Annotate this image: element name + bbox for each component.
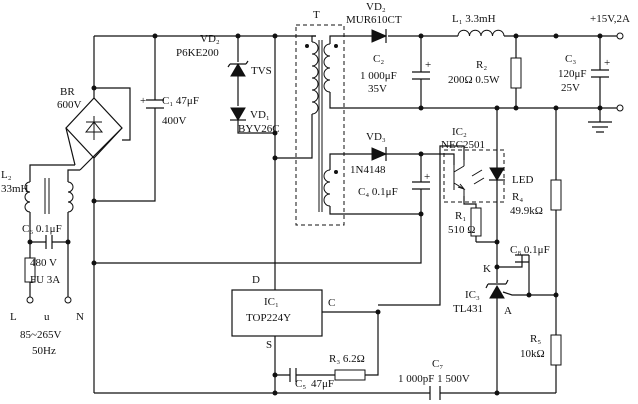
l1-label: L₁ 3.3mH	[452, 13, 496, 25]
transformer-primary-winding	[311, 41, 319, 115]
pwm-controller-IC1	[231, 289, 323, 337]
diode-VD2	[371, 29, 388, 43]
led-label: LED	[512, 174, 533, 186]
shunt-regulator-IC3	[489, 285, 505, 299]
input-terminal-N	[64, 296, 72, 304]
c1-label: C₁ 47μF	[162, 95, 199, 107]
ic1-pin-c: C	[328, 297, 335, 309]
c3-voltage: 25V	[561, 82, 580, 94]
fuse-label: FU 3A	[30, 274, 60, 286]
ground-symbol	[588, 121, 612, 133]
transformer-T-outline	[295, 24, 345, 226]
capacitor-C5	[289, 368, 297, 382]
ic1-pin-d: D	[252, 274, 260, 286]
capacitor-C4	[412, 181, 430, 190]
transformer-label: T	[313, 9, 320, 21]
br-voltage: 600V	[57, 99, 82, 111]
l2-value: 33mH	[1, 183, 29, 195]
c2-capacity: 1 000μF	[360, 70, 397, 82]
r2-value: 200Ω 0.5W	[448, 74, 500, 86]
junction	[553, 33, 559, 39]
terminal-l-label: L	[10, 311, 17, 323]
c7-value: 1 000pF 1 500V	[398, 373, 470, 385]
output-negative-terminal	[616, 104, 624, 112]
capacitor-C8	[515, 254, 529, 263]
resistor-R4	[550, 179, 562, 211]
ic1-pin-s: S	[266, 339, 272, 351]
input-voltage-range: 85~265V	[20, 329, 61, 341]
c8-label: C₈ 0.1μF	[510, 244, 550, 256]
vd3-label: VD₃	[366, 131, 386, 143]
c2-label: C₂	[373, 53, 384, 65]
r4-value: 49.9kΩ	[510, 205, 543, 217]
ic1-label: IC₁	[264, 296, 279, 308]
svg-text:+: +	[604, 57, 610, 69]
terminal-n-label: N	[76, 311, 84, 323]
diode-VD3	[371, 147, 388, 161]
c7-label: C₇	[432, 358, 443, 370]
ic3-pin-a: A	[504, 305, 512, 317]
vd3-part: 1N4148	[350, 164, 386, 176]
svg-text:+: +	[140, 95, 146, 107]
capacitor-C6	[45, 235, 53, 249]
r1-value: 510 Ω	[448, 224, 475, 236]
c6-voltage: 480 V	[30, 257, 57, 269]
c3-capacity: 120μF	[558, 68, 587, 80]
r4-label: R₄	[512, 191, 523, 203]
vdz-label: VD₂	[200, 33, 220, 45]
output-positive-terminal	[616, 32, 624, 40]
capacitor-C3	[591, 69, 609, 78]
transformer-secondary-winding	[323, 43, 331, 93]
r1-label: R₁	[455, 210, 466, 222]
r3-label: R₃ 6.2Ω	[329, 353, 365, 365]
c3-label: C₃	[565, 53, 576, 65]
r2-label: R₂	[476, 59, 487, 71]
input-frequency: 50Hz	[32, 345, 56, 357]
optocoupler-IC2	[443, 149, 505, 203]
capacitor-C2	[412, 71, 430, 80]
vd2-label: VD₂	[366, 1, 386, 13]
svg-text:+: +	[425, 59, 431, 71]
resistor-R5	[550, 334, 562, 366]
resistor-R2	[510, 57, 522, 89]
choke-L2-winding-b	[67, 181, 74, 213]
svg-text:+: +	[424, 171, 430, 183]
c6-label: C₆ 0.1μF	[22, 223, 62, 235]
vd1-label: VD₁	[250, 109, 270, 121]
tvs-label: TVS	[251, 65, 272, 77]
ic3-label: IC₃	[465, 289, 480, 301]
r5-label: R₅	[530, 333, 541, 345]
diode-VD1	[230, 107, 246, 121]
c1-voltage: 400V	[162, 115, 187, 127]
br-label: BR	[60, 86, 75, 98]
ic1-part: TOP224Y	[246, 312, 291, 324]
vd1-part: BYV26C	[238, 123, 280, 135]
tvs-diode-VDz	[230, 63, 246, 77]
led-indicator	[489, 167, 505, 181]
input-u-label: u	[44, 311, 50, 323]
choke-L2-winding-a	[24, 181, 31, 213]
ic3-pin-k: K	[483, 263, 491, 275]
c5-value: 47μF	[311, 378, 334, 390]
c4-label: C₄ 0.1μF	[358, 186, 398, 198]
vd2-part: MUR610CT	[346, 14, 402, 26]
l2-label: L₂	[1, 169, 12, 181]
resistor-R3	[334, 369, 366, 381]
r5-value: 10kΩ	[520, 348, 545, 360]
c5-label: C₅	[295, 378, 306, 390]
ic2-part: NEC2501	[441, 139, 485, 151]
capacitor-C7	[429, 386, 441, 400]
output-voltage-label: +15V,2A	[590, 13, 630, 25]
inductor-L1	[457, 29, 505, 37]
vdz-part: P6KE200	[176, 47, 219, 59]
transformer-bias-winding	[323, 169, 331, 207]
ic3-part: TL431	[453, 303, 483, 315]
input-terminal-L	[26, 296, 34, 304]
c2-voltage: 35V	[368, 83, 387, 95]
ic2-label: IC₂	[452, 126, 467, 138]
